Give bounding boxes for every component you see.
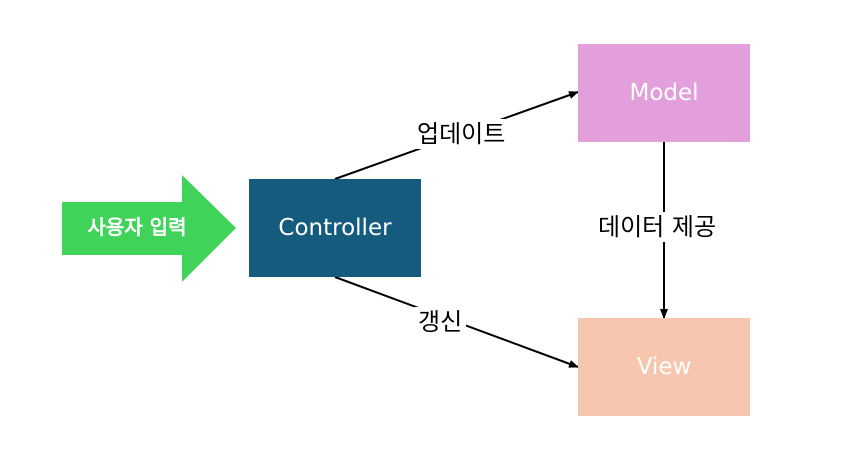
edge-label-provide-data: 데이터 제공 bbox=[594, 212, 721, 242]
view-node: View bbox=[578, 318, 750, 416]
model-node-label: Model bbox=[629, 80, 699, 106]
user-input-arrow bbox=[62, 175, 236, 282]
user-input-label: 사용자 입력 bbox=[87, 215, 187, 239]
edge-label-refresh: 갱신 bbox=[414, 307, 467, 337]
controller-node-label: Controller bbox=[278, 215, 392, 241]
model-node: Model bbox=[578, 44, 750, 142]
view-node-label: View bbox=[636, 354, 692, 380]
controller-node: Controller bbox=[249, 179, 421, 277]
edge-label-update: 업데이트 bbox=[413, 119, 510, 149]
